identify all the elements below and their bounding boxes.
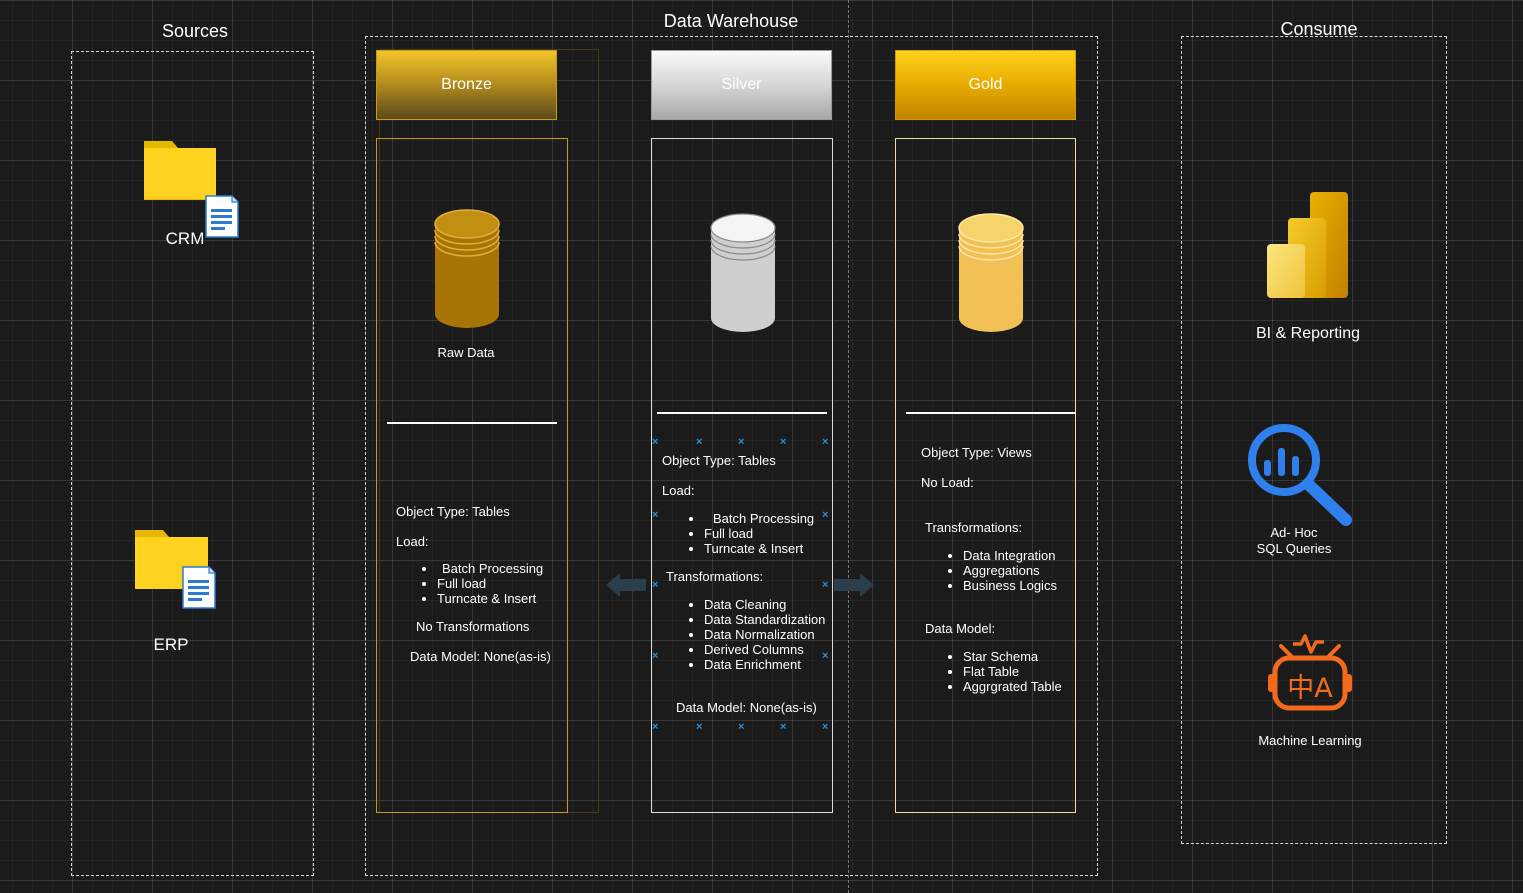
silver-layer-box [651, 138, 833, 813]
silver-separator [657, 412, 827, 414]
arrow-left-icon [604, 571, 648, 599]
ml-label: Machine Learning [1258, 733, 1362, 748]
analytics-search-icon [1246, 422, 1356, 532]
gold-data-model-list: Star Schema Flat Table Aggrgrated Table [963, 649, 1062, 694]
bronze-separator [387, 422, 557, 424]
warehouse-group [365, 36, 1098, 876]
silver-load-list: Batch Processing Full load Turncate & In… [704, 511, 814, 556]
gold-header: Gold [895, 50, 1076, 120]
silver-load-label: Load: [662, 483, 695, 498]
warehouse-title: Data Warehouse [663, 11, 799, 31]
list-item: Flat Table [963, 664, 1062, 679]
ai-robot-icon: 中A [1265, 632, 1355, 722]
list-item: Data Cleaning [704, 597, 825, 612]
list-item: Star Schema [963, 649, 1062, 664]
gold-data-model-label: Data Model: [925, 621, 996, 636]
gold-separator [906, 412, 1076, 414]
gold-transformations-label: Transformations: [925, 520, 1023, 535]
silver-header: Silver [651, 50, 832, 120]
gold-transformations-list: Data Integration Aggregations Business L… [963, 548, 1057, 593]
list-item: Data Standardization [704, 612, 825, 627]
gold-layer-box [895, 138, 1076, 813]
bronze-transformations: No Transformations [416, 619, 530, 634]
silver-database-icon [708, 212, 778, 334]
list-item: Business Logics [963, 578, 1057, 593]
warehouse-center-divider [848, 0, 849, 893]
list-item: Turncate & Insert [704, 541, 814, 556]
adhoc-label: Ad- Hoc SQL Queries [1234, 525, 1354, 557]
adhoc-label-line2: SQL Queries [1256, 541, 1332, 556]
list-item: Aggrgrated Table [963, 679, 1062, 694]
gold-load: No Load: [921, 475, 974, 490]
silver-data-model: Data Model: None(as-is) [676, 700, 817, 715]
bronze-object-type: Object Type: Tables [396, 504, 510, 519]
consume-group [1181, 36, 1447, 844]
bronze-db-label: Raw Data [437, 345, 495, 360]
bronze-data-model: Data Model: None(as-is) [410, 649, 551, 664]
list-item: Batch Processing [704, 511, 814, 526]
list-item: Data Enrichment [704, 657, 825, 672]
crm-folder-icon [143, 139, 243, 239]
consume-title: Consume [1280, 19, 1358, 39]
bi-reporting-label: BI & Reporting [1255, 325, 1361, 342]
gold-database-icon [956, 212, 1026, 334]
bronze-header: Bronze [376, 50, 557, 120]
sources-group [71, 51, 314, 876]
list-item: Turncate & Insert [437, 591, 543, 606]
bronze-layer-box [376, 138, 568, 813]
list-item: Batch Processing [437, 561, 543, 576]
bronze-load-list: Batch Processing Full load Turncate & In… [437, 561, 543, 606]
svg-text:中A: 中A [1287, 673, 1333, 704]
gold-object-type: Object Type: Views [921, 445, 1032, 460]
silver-transformations-list: Data Cleaning Data Standardization Data … [704, 597, 825, 672]
list-item: Data Normalization [704, 627, 825, 642]
sources-title: Sources [161, 21, 229, 41]
arrow-right-icon [832, 571, 876, 599]
list-item: Full load [437, 576, 543, 591]
bronze-database-icon [432, 208, 502, 330]
silver-object-type: Object Type: Tables [662, 453, 776, 468]
power-bi-icon [1266, 191, 1350, 301]
list-item: Derived Columns [704, 642, 825, 657]
erp-label: ERP [153, 635, 189, 654]
list-item: Full load [704, 526, 814, 541]
list-item: Data Integration [963, 548, 1057, 563]
silver-transformations-label: Transformations: [666, 569, 764, 584]
list-item: Aggregations [963, 563, 1057, 578]
erp-folder-icon [134, 528, 234, 628]
adhoc-label-line1: Ad- Hoc [1270, 525, 1318, 540]
bronze-load-label: Load: [396, 534, 429, 549]
crm-label: CRM [165, 229, 205, 248]
